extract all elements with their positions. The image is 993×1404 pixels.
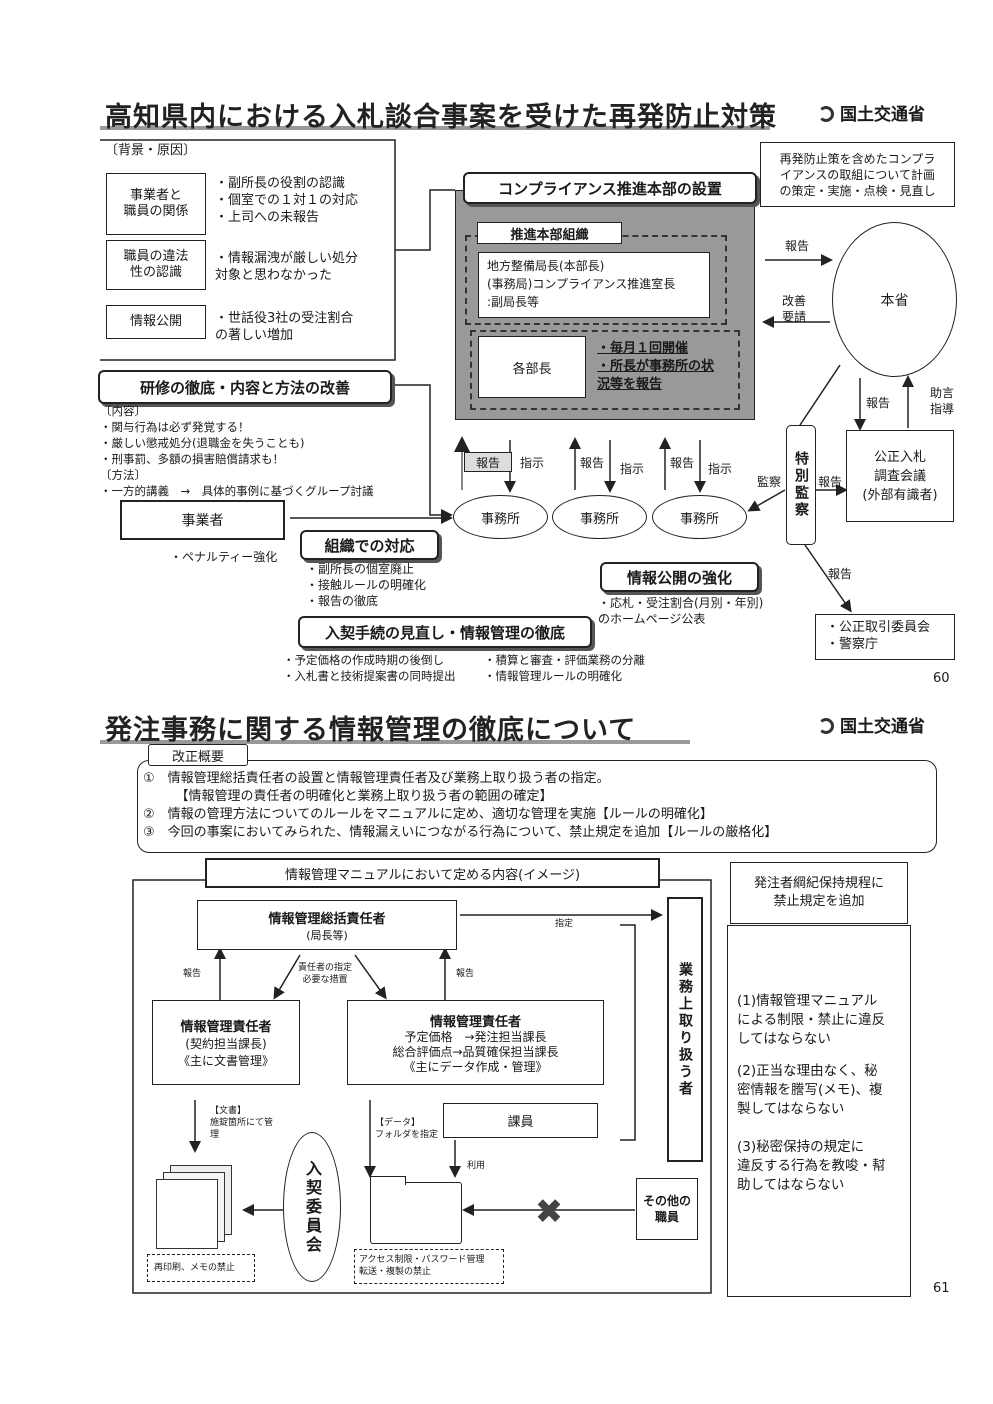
chief-box: 情報管理総括責任者 (局長等): [197, 900, 457, 950]
procurement-header: 入契手続の見直し・情報管理の徹底: [298, 616, 592, 648]
ftc-box: ・公正取引委員会 ・警察庁: [815, 614, 955, 660]
report-label-p61-1: 報告: [183, 969, 202, 979]
training-header: 研修の徹底・内容と方法の改善: [98, 370, 392, 404]
procurement-text-1: ・予定価格の作成時期の後倒し ・入札書と技術提案書の同時提出: [283, 653, 456, 683]
fair-bid-box: 公正入札 調査会議 (外部有識者): [846, 430, 954, 522]
cause-text-1: ・副所長の役割の認識 ・個室での１対１の対応 ・上司への未報告: [215, 176, 359, 225]
org-label: 推進本部組織: [477, 222, 622, 244]
responsibility-label: 責任者の指定 必要な措置: [298, 963, 353, 985]
report-label-office-3: 報告: [670, 456, 695, 470]
rules-box: [727, 925, 911, 1297]
mlit-logo-2: 国土交通省: [818, 712, 925, 737]
rule-2: (2)正当な理由なく、秘 密情報を謄写(メモ)、複 製してはならない: [737, 1063, 883, 1117]
training-text: 〔内容〕 ・関与行為は必ず発覚する！ ・厳しい懲戒処分(退職金を失うことも) ・…: [100, 404, 374, 498]
special-audit-box: 特別監察: [786, 425, 816, 545]
procurement-text-2: ・積算と審査・評価業務の分離 ・情報管理ルールの明確化: [484, 653, 645, 683]
org-response-header: 組織での対応: [300, 530, 439, 560]
logo-mark-icon: [818, 718, 834, 734]
advice-label: 助言 指導: [930, 386, 955, 416]
committee-ellipse: 入契委員会: [283, 1132, 341, 1282]
chief-title: 情報管理総括責任者: [268, 911, 386, 927]
contractor-box: 事業者: [120, 500, 285, 540]
manual-header: 情報管理マニュアルにおいて定める内容(イメージ): [205, 858, 660, 888]
logo-mark-icon: [818, 106, 834, 122]
mgr1-box: 情報管理責任者 (契約担当課長) 《主に文書管理》: [152, 1000, 300, 1085]
page61-title: 発注事務に関する情報管理の徹底について: [105, 715, 637, 746]
background-label: 〔背景・原因〕: [105, 143, 197, 158]
page-number-60: 60: [933, 671, 950, 686]
meeting-text: ・毎月１回開催 ・所長が事務所の状 況等を報告: [597, 341, 715, 392]
access-control-box: アクセス制限・パスワード管理 転送・複製の禁止: [354, 1249, 504, 1284]
designate-label: 指定: [555, 919, 574, 929]
mgr2-text: 予定価格 →発注担当課長 総合評価点→品質確保担当課長 《主にデータ作成・管理》: [392, 1029, 559, 1074]
cause-text-2: ・情報漏洩が厳しい処分 対象と思わなかった: [215, 251, 359, 283]
no-reprint-box: 再印刷、メモの禁止: [147, 1254, 255, 1282]
instruct-label-1: 指示: [520, 456, 545, 470]
report-label-3: 報告: [818, 475, 843, 489]
compliance-header: コンプライアンス推進本部の設置: [463, 172, 757, 204]
blocked-x-icon: ✖: [534, 1192, 564, 1232]
folder-icon: [370, 1182, 462, 1244]
rule-1: (1)情報管理マニュアル による制限・禁止に違反 してはならない: [737, 993, 886, 1047]
cause-label-2: 職員の違法 性の認識: [106, 240, 206, 290]
mgr1-title: 情報管理責任者: [180, 1020, 272, 1035]
info-disclosure-text: ・応札・受注割合(月別・年別) のホームページ公表: [598, 596, 764, 626]
office-3: 事務所: [652, 495, 747, 539]
summary-line-3: ② 情報の管理方法についてのルールをマニュアルに定め、適切な管理を実施【ルールの…: [143, 807, 713, 822]
report-label-office-2: 報告: [580, 456, 605, 470]
summary-line-1: ① 情報管理総括責任者の設置と情報管理責任者及び業務上取り扱う者の指定。: [143, 771, 610, 786]
use-label: 利用: [467, 1161, 486, 1171]
report-label-4: 報告: [828, 567, 853, 581]
cause-label-3: 情報公開: [106, 305, 206, 339]
instruct-label-3: 指示: [708, 462, 733, 476]
mgr2-title: 情報管理責任者: [429, 1014, 521, 1030]
summary-box: [137, 760, 937, 853]
summary-line-2: 【情報管理の責任者の明確化と業務上取り扱う者の範囲の確定】: [143, 789, 553, 804]
director-box: 地方整備局長(本部長) (事務局)コンプライアンス推進室長 :副局長等: [478, 252, 710, 318]
ministry-ellipse: 本省: [832, 222, 957, 377]
staff-box: 課員: [443, 1103, 598, 1138]
logo-text: 国土交通省: [840, 717, 925, 737]
improve-request-label: 改善 要請: [782, 294, 807, 324]
compliance-note: 再発防止策を含めたコンプラ イアンスの取組について計画 の策定・実施・点検・見直…: [760, 142, 955, 207]
meeting-dashed-box: [470, 330, 740, 410]
summary-line-4: ③ 今回の事案においてみられた、情報漏えいにつながる行為について、禁止規定を追加…: [143, 825, 778, 840]
other-staff-box: その他の 職員: [636, 1178, 698, 1240]
chief-sub: (局長等): [306, 928, 348, 942]
dept-heads-box: 各部長: [478, 336, 586, 398]
info-disclosure-header: 情報公開の強化: [600, 562, 759, 592]
report-label-office-1: 報告: [464, 452, 512, 472]
data-label: 【データ】 フォルダを指定: [375, 1118, 439, 1140]
logo-text: 国土交通省: [840, 105, 925, 125]
document-icon: [156, 1179, 218, 1249]
cause-text-3: ・世話役3社の受注割合 の著しい増加: [215, 311, 354, 343]
report-label-p61-2: 報告: [456, 969, 475, 979]
rule-header-box: 発注者綱紀保持規程に 禁止規定を追加: [730, 862, 908, 924]
documents-label: 【文書】 施錠箇所にて管 理: [210, 1106, 274, 1140]
report-label-1: 報告: [785, 239, 810, 253]
page60-title: 高知県内における入札談合事案を受けた再発防止対策: [105, 102, 777, 133]
org-response-text: ・副所長の個室廃止 ・接触ルールの明確化 ・報告の徹底: [306, 562, 427, 608]
mgr1-text: (契約担当課長) 《主に文書管理》: [177, 1037, 274, 1068]
mlit-logo: 国土交通省: [818, 100, 925, 125]
office-2: 事務所: [552, 495, 647, 539]
penalty-text: ・ペナルティー強化: [170, 550, 278, 564]
page-number-61: 61: [933, 1281, 950, 1296]
audit-label: 監察: [757, 475, 782, 489]
folder-tab: [370, 1176, 406, 1185]
office-1: 事務所: [453, 495, 548, 539]
cause-label-1: 事業者と 職員の関係: [106, 173, 206, 235]
handlers-box: 業務上取り扱う者: [667, 897, 703, 1162]
summary-label: 改正概要: [148, 744, 248, 766]
report-label-2: 報告: [866, 396, 891, 410]
instruct-label-2: 指示: [620, 462, 645, 476]
rule-3: (3)秘密保持の規定に 違反する行為を教唆・幇 助してはならない: [737, 1139, 886, 1193]
mgr2-box: 情報管理責任者 予定価格 →発注担当課長 総合評価点→品質確保担当課長 《主にデ…: [347, 1000, 604, 1085]
